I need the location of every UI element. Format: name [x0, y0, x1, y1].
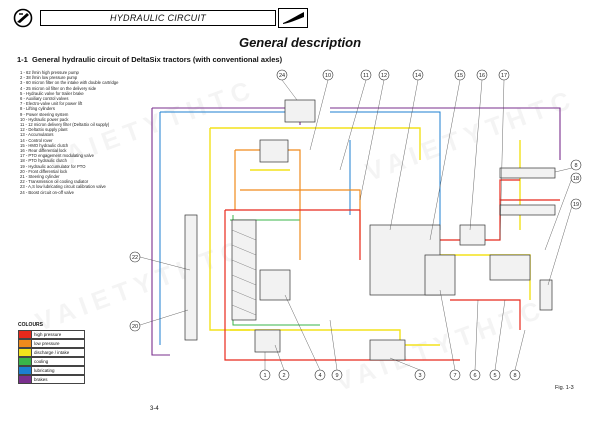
callout-12: 12 [381, 73, 387, 79]
callout-16: 16 [479, 73, 485, 79]
legend-item: 12 - DeltaSix supply plant [20, 127, 68, 133]
callout-7: 7 [453, 373, 456, 379]
legend-item: 13 - Accumulators [20, 132, 54, 138]
callout-10: 10 [325, 73, 331, 79]
colour-row: high pressure [18, 330, 88, 339]
legend-item: 21 - Steering cylinder [20, 174, 60, 180]
legend-item: 3 - 60 micron filter on the intake with … [20, 80, 119, 86]
brake-lines [151, 107, 561, 356]
callouts-left: 22 20 [129, 251, 141, 332]
colour-swatch [18, 339, 32, 348]
colour-swatch [18, 366, 32, 375]
legend-item: 18 - PTO hydraulic clutch [20, 158, 67, 164]
legend-item: 15 - HMO hydraulic clutch [20, 142, 69, 148]
leader-lines [139, 79, 573, 371]
colour-swatch [18, 330, 32, 339]
components [184, 99, 556, 361]
legend-item: 10 - Hydraulic power pack [20, 116, 69, 122]
radiator-hatch [231, 229, 257, 316]
callout-6: 6 [473, 373, 476, 379]
legend-item: 14 - Control rover [20, 137, 53, 143]
section-title-text: General hydraulic circuit of DeltaSix tr… [32, 55, 283, 64]
colour-row: low pressure [18, 339, 88, 348]
legend-item: 1 - 62 l/min high pressure pump [20, 70, 79, 75]
page-title: General description [238, 35, 362, 50]
colour-label: lubricating [32, 366, 85, 375]
colour-swatch [18, 375, 32, 384]
lubricating-lines [159, 111, 441, 345]
colour-label: cooling [32, 357, 85, 366]
legend-item: 9 - Power steering system [20, 111, 69, 117]
callout-3: 3 [418, 373, 421, 379]
callout-8-bottom: 8 [513, 373, 516, 379]
page-number: 3-4 [150, 406, 159, 412]
colour-swatch [18, 348, 32, 357]
callout-4: 4 [318, 373, 321, 379]
legend-item: 17 - PTO engagement modulating valve [20, 153, 94, 159]
callout-24: 24 [279, 73, 285, 79]
legend-item: 22 - Transmission oil cooling radiator [20, 179, 89, 185]
callout-14: 14 [415, 73, 421, 79]
legend-item: 20 - Front differential lock [20, 168, 68, 174]
callout-17: 17 [501, 73, 507, 79]
callout-19: 19 [573, 202, 579, 208]
brand-logo-icon [13, 8, 33, 28]
colour-label: brakes [32, 375, 85, 384]
legend-item: 8 - Lifting cylinders [20, 106, 55, 112]
legend-item: 11 - 12 micron delivery filter (DeltaSix… [20, 122, 110, 128]
section-header-title: HYDRAULIC CIRCUIT [40, 10, 276, 26]
legend-item: 5 - Hydraulic valve for trailer brake [20, 90, 84, 96]
legend-item: 6 - Auxiliary control valves [20, 96, 69, 102]
component-legend: 1 - 62 l/min high pressure pump 2 - 38 l… [20, 70, 170, 195]
callout-15: 15 [457, 73, 463, 79]
callout-22: 22 [132, 255, 138, 261]
colour-key: COLOURS high pressure low pressure disch… [18, 322, 88, 384]
colour-row: cooling [18, 357, 88, 366]
callout-5: 5 [493, 373, 496, 379]
colour-row: lubricating [18, 366, 88, 375]
callout-20: 20 [132, 324, 138, 330]
callout-9: 9 [335, 373, 338, 379]
figure-label: Fig. 1-3 [555, 385, 574, 391]
callout-11: 11 [363, 73, 369, 79]
legend-item: 24 - Boost circuit on-off valve [20, 189, 74, 195]
legend-item: 4 - 25 micron oil filter on the delivery… [20, 85, 97, 91]
callout-2: 2 [282, 373, 285, 379]
legend-item: 23 - A,S low lubricating circuit calibra… [20, 184, 106, 190]
callout-8: 8 [574, 163, 577, 169]
section-number: 1-1 [17, 55, 28, 64]
colour-label: low pressure [32, 339, 85, 348]
callout-1: 1 [263, 373, 266, 379]
callouts-top: 24 10 11 12 14 15 16 17 [276, 69, 510, 81]
colour-key-title: COLOURS [18, 322, 43, 328]
legend-item: 19 - Hydraulic accumulator for PTO [20, 163, 86, 169]
legend-item: 7 - Electro-valve unit for power lift [20, 101, 83, 107]
legend-item: 16 - Rear differential lock [20, 148, 67, 154]
legend-item: 2 - 38 l/min low pressure pump [20, 75, 78, 81]
colour-row: brakes [18, 375, 88, 384]
page-header: HYDRAULIC CIRCUIT [10, 8, 590, 30]
section-title: 1-1 General hydraulic circuit of DeltaSi… [17, 55, 282, 64]
colour-swatch [18, 357, 32, 366]
colour-label: high pressure [32, 330, 85, 339]
callouts-bottom: 1 2 4 9 3 7 6 5 8 [259, 369, 521, 381]
colour-label: discharge / intake [32, 348, 85, 357]
colour-row: discharge / intake [18, 348, 88, 357]
callouts-right: 8 18 19 [570, 159, 582, 210]
callout-18: 18 [573, 176, 579, 182]
section-badge-icon [278, 8, 308, 28]
